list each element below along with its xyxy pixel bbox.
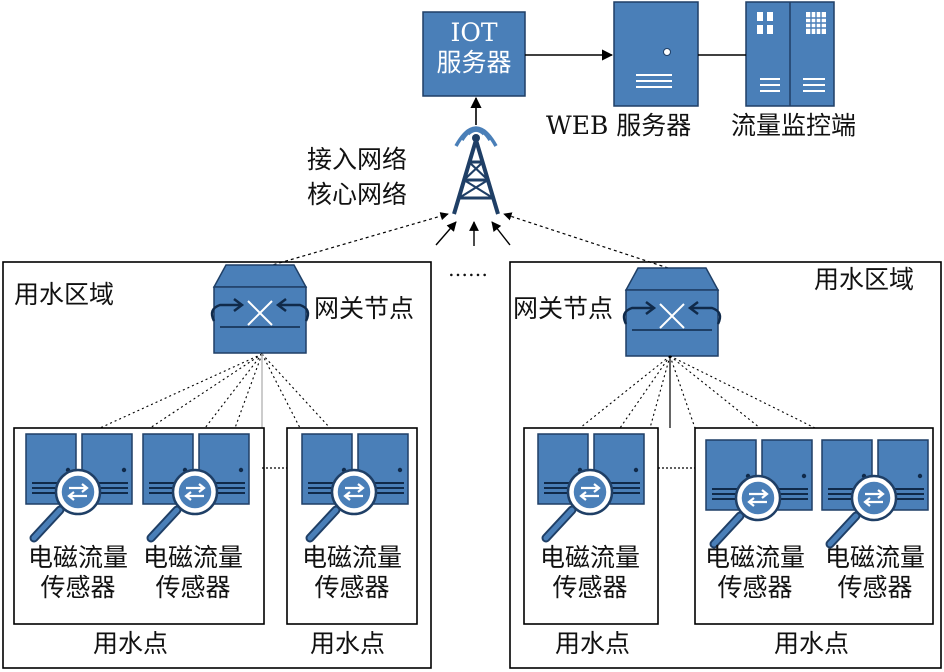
left-sensor-2-label-line2: 传感器 <box>155 573 231 602</box>
left-sensor-3-label-line2: 传感器 <box>314 573 390 602</box>
right-sensor-2-icon <box>706 440 812 544</box>
right-sensor-3-label-line2: 传感器 <box>837 573 913 602</box>
left-point-box-2 <box>286 427 418 625</box>
left-gateway-icon <box>210 263 310 355</box>
right-point-box-2 <box>694 427 934 625</box>
left-sensor-1-icon <box>26 434 132 538</box>
iot-server-box <box>422 11 526 97</box>
tower-antenna-icon <box>452 126 500 215</box>
left-gateway-label: 网关节点 <box>314 294 415 323</box>
iot-server-label-line1: IOT <box>450 18 498 47</box>
right-sensor-3-icon <box>822 440 928 544</box>
iot-server-label-line2: 服务器 <box>436 48 512 77</box>
left-sensor-1-label-line2: 传感器 <box>40 573 116 602</box>
left-sensor-3-label-line1: 电磁流量 <box>301 543 402 572</box>
right-point-box-1 <box>523 427 659 625</box>
left-sensor-3-icon <box>302 434 408 538</box>
network-label-line1: 接入网络 <box>307 145 408 174</box>
right-point-label-2: 用水点 <box>774 629 850 658</box>
web-server-icon <box>613 1 699 107</box>
flow-monitor-rack <box>745 1 835 107</box>
web-server-label: WEB 服务器 <box>546 111 692 140</box>
left-point-label-1: 用水点 <box>93 629 169 658</box>
left-area-title: 用水区域 <box>14 280 115 309</box>
right-sensor-2-label-line2: 传感器 <box>717 573 793 602</box>
left-point-label-2: 用水点 <box>310 629 386 658</box>
left-point-box-1 <box>13 427 265 625</box>
left-water-area-box <box>2 261 432 669</box>
right-water-area-box <box>509 261 942 669</box>
web-server <box>613 1 699 107</box>
right-sensor-1-icon <box>538 434 644 538</box>
right-sensor-1-label-line2: 传感器 <box>552 573 628 602</box>
flow-monitor-label: 流量监控端 <box>731 111 857 140</box>
area-ellipsis: …… <box>448 257 488 281</box>
right-gateway-label: 网关节点 <box>513 294 614 323</box>
left-sensor-1-label-line1: 电磁流量 <box>27 543 128 572</box>
right-gateway-icon <box>622 266 722 358</box>
iot-server <box>422 11 526 97</box>
right-sensor-2-label-line1: 电磁流量 <box>704 543 805 572</box>
left-sensor-2-label-line1: 电磁流量 <box>142 543 243 572</box>
right-sensor-3-label-line1: 电磁流量 <box>824 543 925 572</box>
right-area-title: 用水区域 <box>814 265 915 294</box>
right-point-label-1: 用水点 <box>555 629 631 658</box>
network-label-line2: 核心网络 <box>307 180 408 209</box>
left-sensor-2-icon <box>143 434 249 538</box>
right-sensor-1-label-line1: 电磁流量 <box>539 543 640 572</box>
